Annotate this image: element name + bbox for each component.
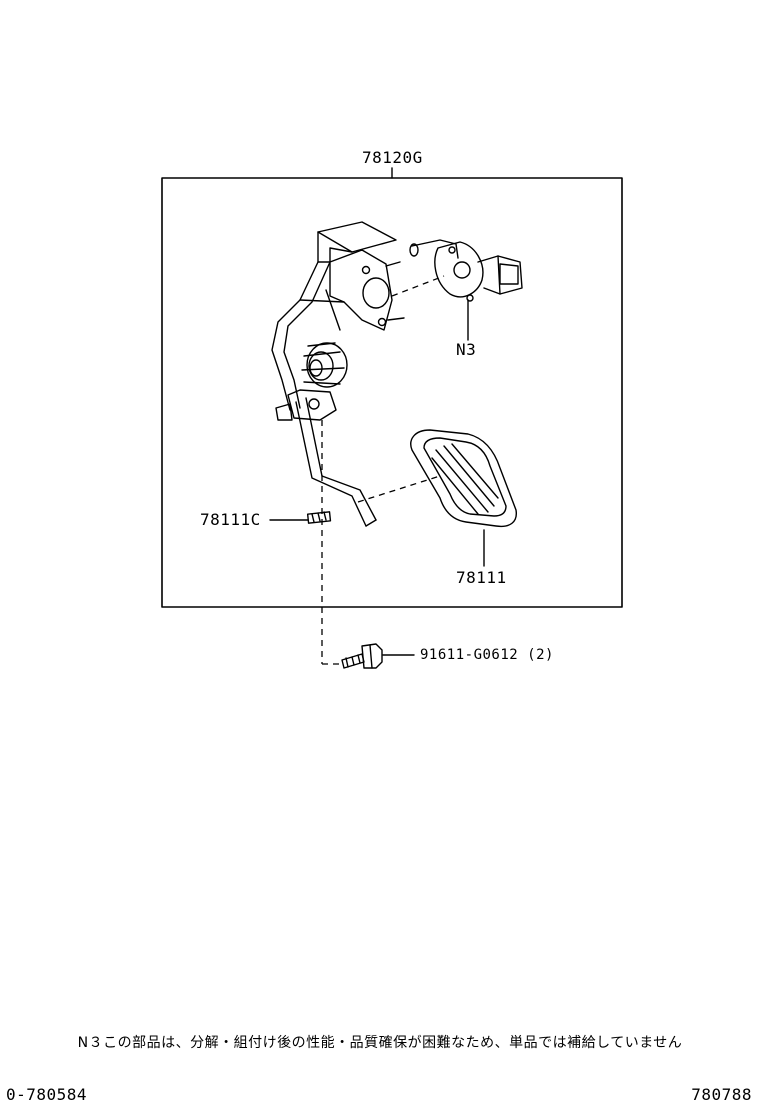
- bolt-part: [341, 643, 383, 669]
- pin-part: [306, 511, 332, 524]
- assembly-frame: [161, 177, 623, 608]
- position-sensor: [409, 239, 523, 302]
- pedal-arm-assembly: [271, 221, 405, 527]
- pad-guide: [357, 475, 441, 503]
- callout-pad: 78111: [456, 568, 507, 587]
- sensor-guide: [391, 275, 445, 297]
- pedal-pad: [410, 429, 517, 528]
- callout-assembly: 78120G: [362, 148, 423, 167]
- callout-sensor: N3: [456, 340, 477, 359]
- footer-right-code: 780788: [691, 1085, 752, 1104]
- supply-note: N３この部品は、分解・組付け後の性能・品質確保が困難なため、単品では補給していま…: [77, 1035, 683, 1051]
- callout-pin: 78111C: [200, 510, 261, 529]
- footer-left-code: 0-780584: [6, 1085, 88, 1104]
- callout-bolt: 91611-G0612 (2): [420, 647, 554, 663]
